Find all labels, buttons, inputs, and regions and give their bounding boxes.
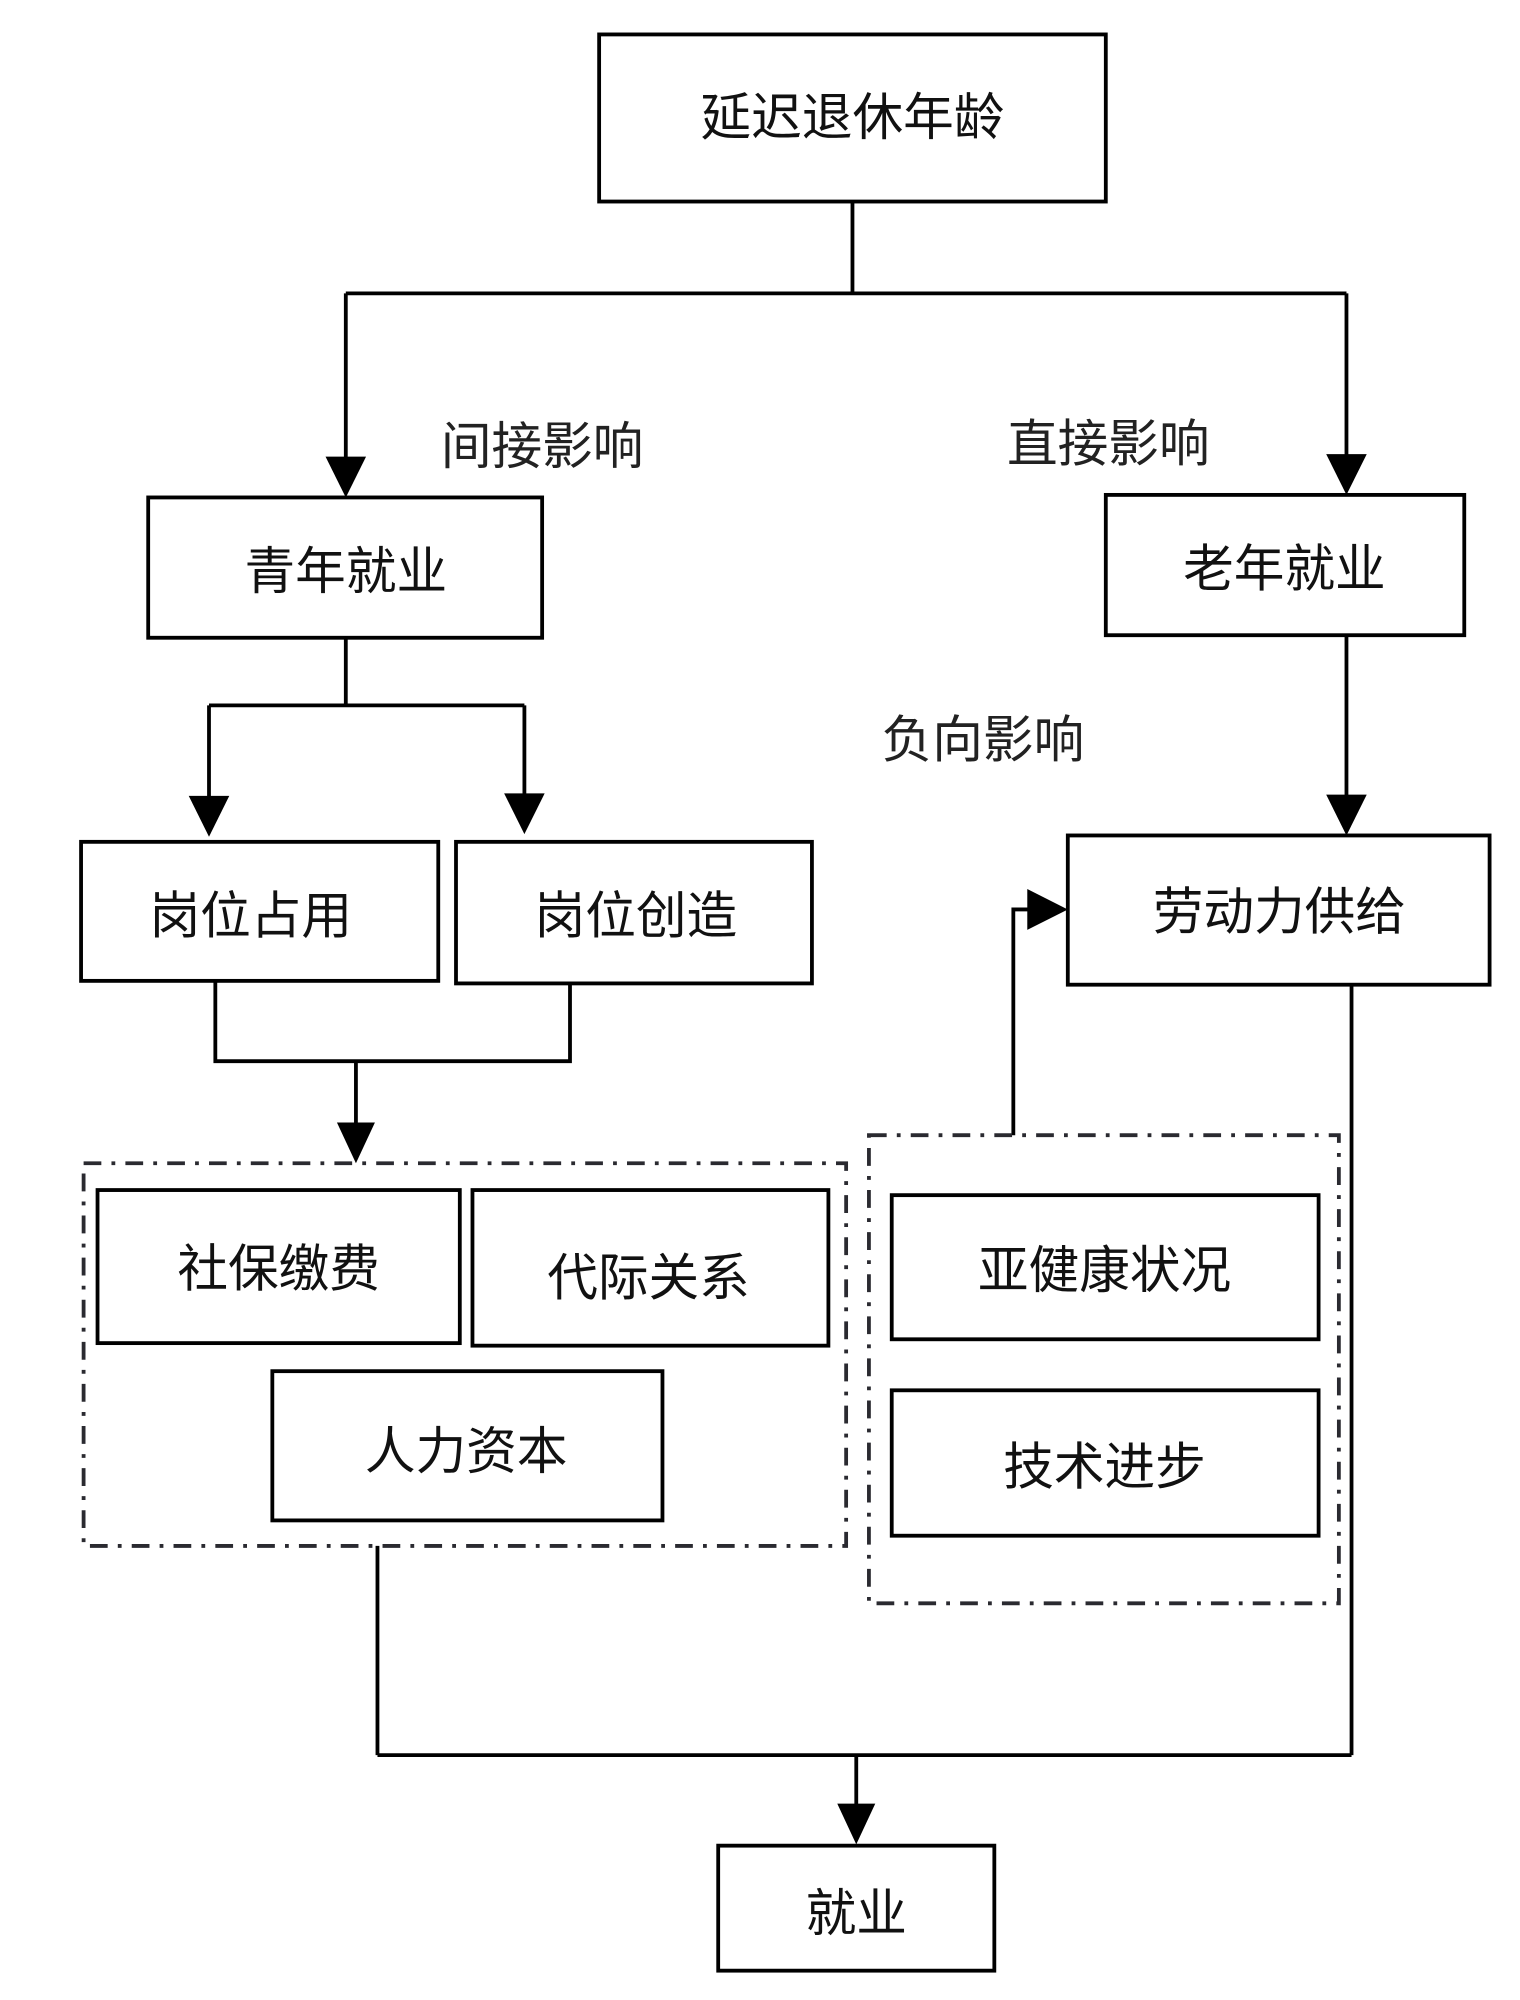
node-tech-progress-label: 技术进步 [1003, 1437, 1206, 1496]
node-human-capital-label: 人力资本 [365, 1422, 568, 1481]
node-youth-employment: 青年就业 [146, 495, 545, 640]
node-job-occupation-label: 岗位占用 [149, 886, 352, 945]
arrow-to-occupation [188, 795, 230, 837]
node-social-security: 社保缴费 [95, 1188, 462, 1346]
arrow-to-employment [837, 1803, 876, 1845]
node-root: 延迟退休年龄 [597, 32, 1108, 204]
node-elderly-employment: 老年就业 [1103, 492, 1467, 638]
node-youth-employment-label: 青年就业 [244, 542, 447, 601]
node-intergenerational: 代际关系 [470, 1188, 831, 1348]
node-intergenerational-label: 代际关系 [547, 1248, 750, 1307]
node-root-label: 延迟退休年龄 [701, 88, 1005, 147]
jobs-join [213, 980, 572, 1064]
arrow-to-youth-factors [336, 1122, 375, 1164]
elderly-factors-group [867, 1133, 1341, 1606]
node-elderly-employment-label: 老年就业 [1183, 539, 1386, 598]
arrow-to-youth [325, 456, 367, 498]
edge-label-negative: 负向影响 [882, 710, 1085, 769]
node-tech-progress: 技术进步 [889, 1388, 1321, 1538]
node-job-occupation: 岗位占用 [79, 839, 441, 983]
node-human-capital: 人力资本 [270, 1369, 665, 1523]
elderly-factors-to-labor [1011, 907, 1033, 1136]
arrow-to-labor-supply [1326, 794, 1367, 836]
connectors [188, 201, 1367, 1845]
node-labor-supply-label: 劳动力供给 [1153, 882, 1406, 941]
node-employment: 就业 [716, 1843, 997, 1973]
node-job-creation: 岗位创造 [454, 839, 814, 986]
arrow-into-labor-supply [1027, 889, 1068, 930]
youth-factors-group [81, 1161, 849, 1548]
node-employment-label: 就业 [806, 1884, 907, 1943]
edge-label-direct: 直接影响 [1007, 414, 1210, 473]
arrow-to-elderly [1326, 454, 1367, 495]
node-job-creation-label: 岗位创造 [535, 886, 738, 945]
node-sub-health-label: 亚健康状况 [978, 1241, 1231, 1300]
node-labor-supply: 劳动力供给 [1065, 833, 1492, 987]
node-sub-health: 亚健康状况 [889, 1193, 1321, 1342]
node-social-security-label: 社保缴费 [177, 1240, 380, 1299]
arrow-to-creation [504, 793, 545, 835]
edge-label-indirect: 间接影响 [441, 417, 644, 476]
